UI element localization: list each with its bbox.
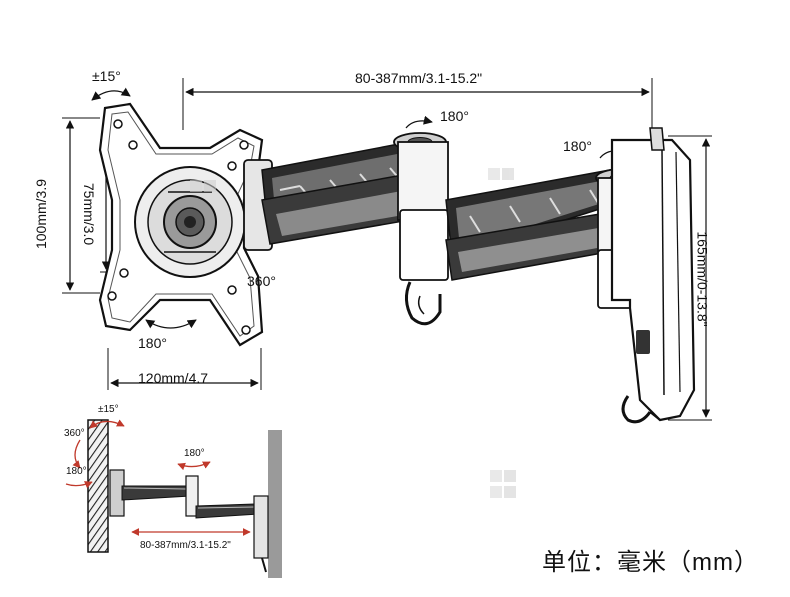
side-tilt-label: ±15° [98,404,119,415]
vesa-plate [98,102,264,347]
wall-plate [595,127,696,424]
arm-segment-2 [445,169,632,281]
wall-height-dimension [668,135,712,421]
unit-note: 单位：毫米（mm） [542,549,759,576]
side-arm-swivel-label: 180° [184,448,205,459]
side-swivel-arrow-icon [65,481,93,489]
arm-swivel-arrow-icon [405,115,433,129]
vesa-width-label: 120mm/4.7 [138,370,209,386]
plate-swivel-label: 180° [138,335,167,351]
tilt-label: ±15° [92,68,121,84]
vesa-small-height-label: 75mm/3.0 [81,182,98,246]
side-arm-swivel-arrow-icon [177,461,211,471]
side-swivel-label: 180° [66,466,87,477]
arm-extension-dimension [182,78,653,130]
tilt-arrow-icon [91,87,131,101]
vesa-width-dimension [107,348,262,390]
plate-rotation-label: 360° [247,273,276,289]
wall-swivel-label: 180° [563,138,592,154]
side-tilt-arrow-icon [89,419,125,429]
elbow-joint [393,132,449,326]
plate-swivel-arrow-icon [145,319,197,329]
side-rotation-label: 360° [64,428,85,439]
arm-extension-label: 80-387mm/3.1-15.2" [355,70,483,86]
side-view [65,419,282,578]
arm-swivel-label: 180° [440,108,469,124]
side-rotation-arrow-icon [72,439,81,469]
wall-plate-height-label: 165mm/0-13.8" [694,231,711,327]
vesa-height-label: 100mm/3.9 [33,178,50,250]
side-extension-label: 80-387mm/3.1-15.2" [140,540,231,551]
watermark-logo [190,168,516,498]
